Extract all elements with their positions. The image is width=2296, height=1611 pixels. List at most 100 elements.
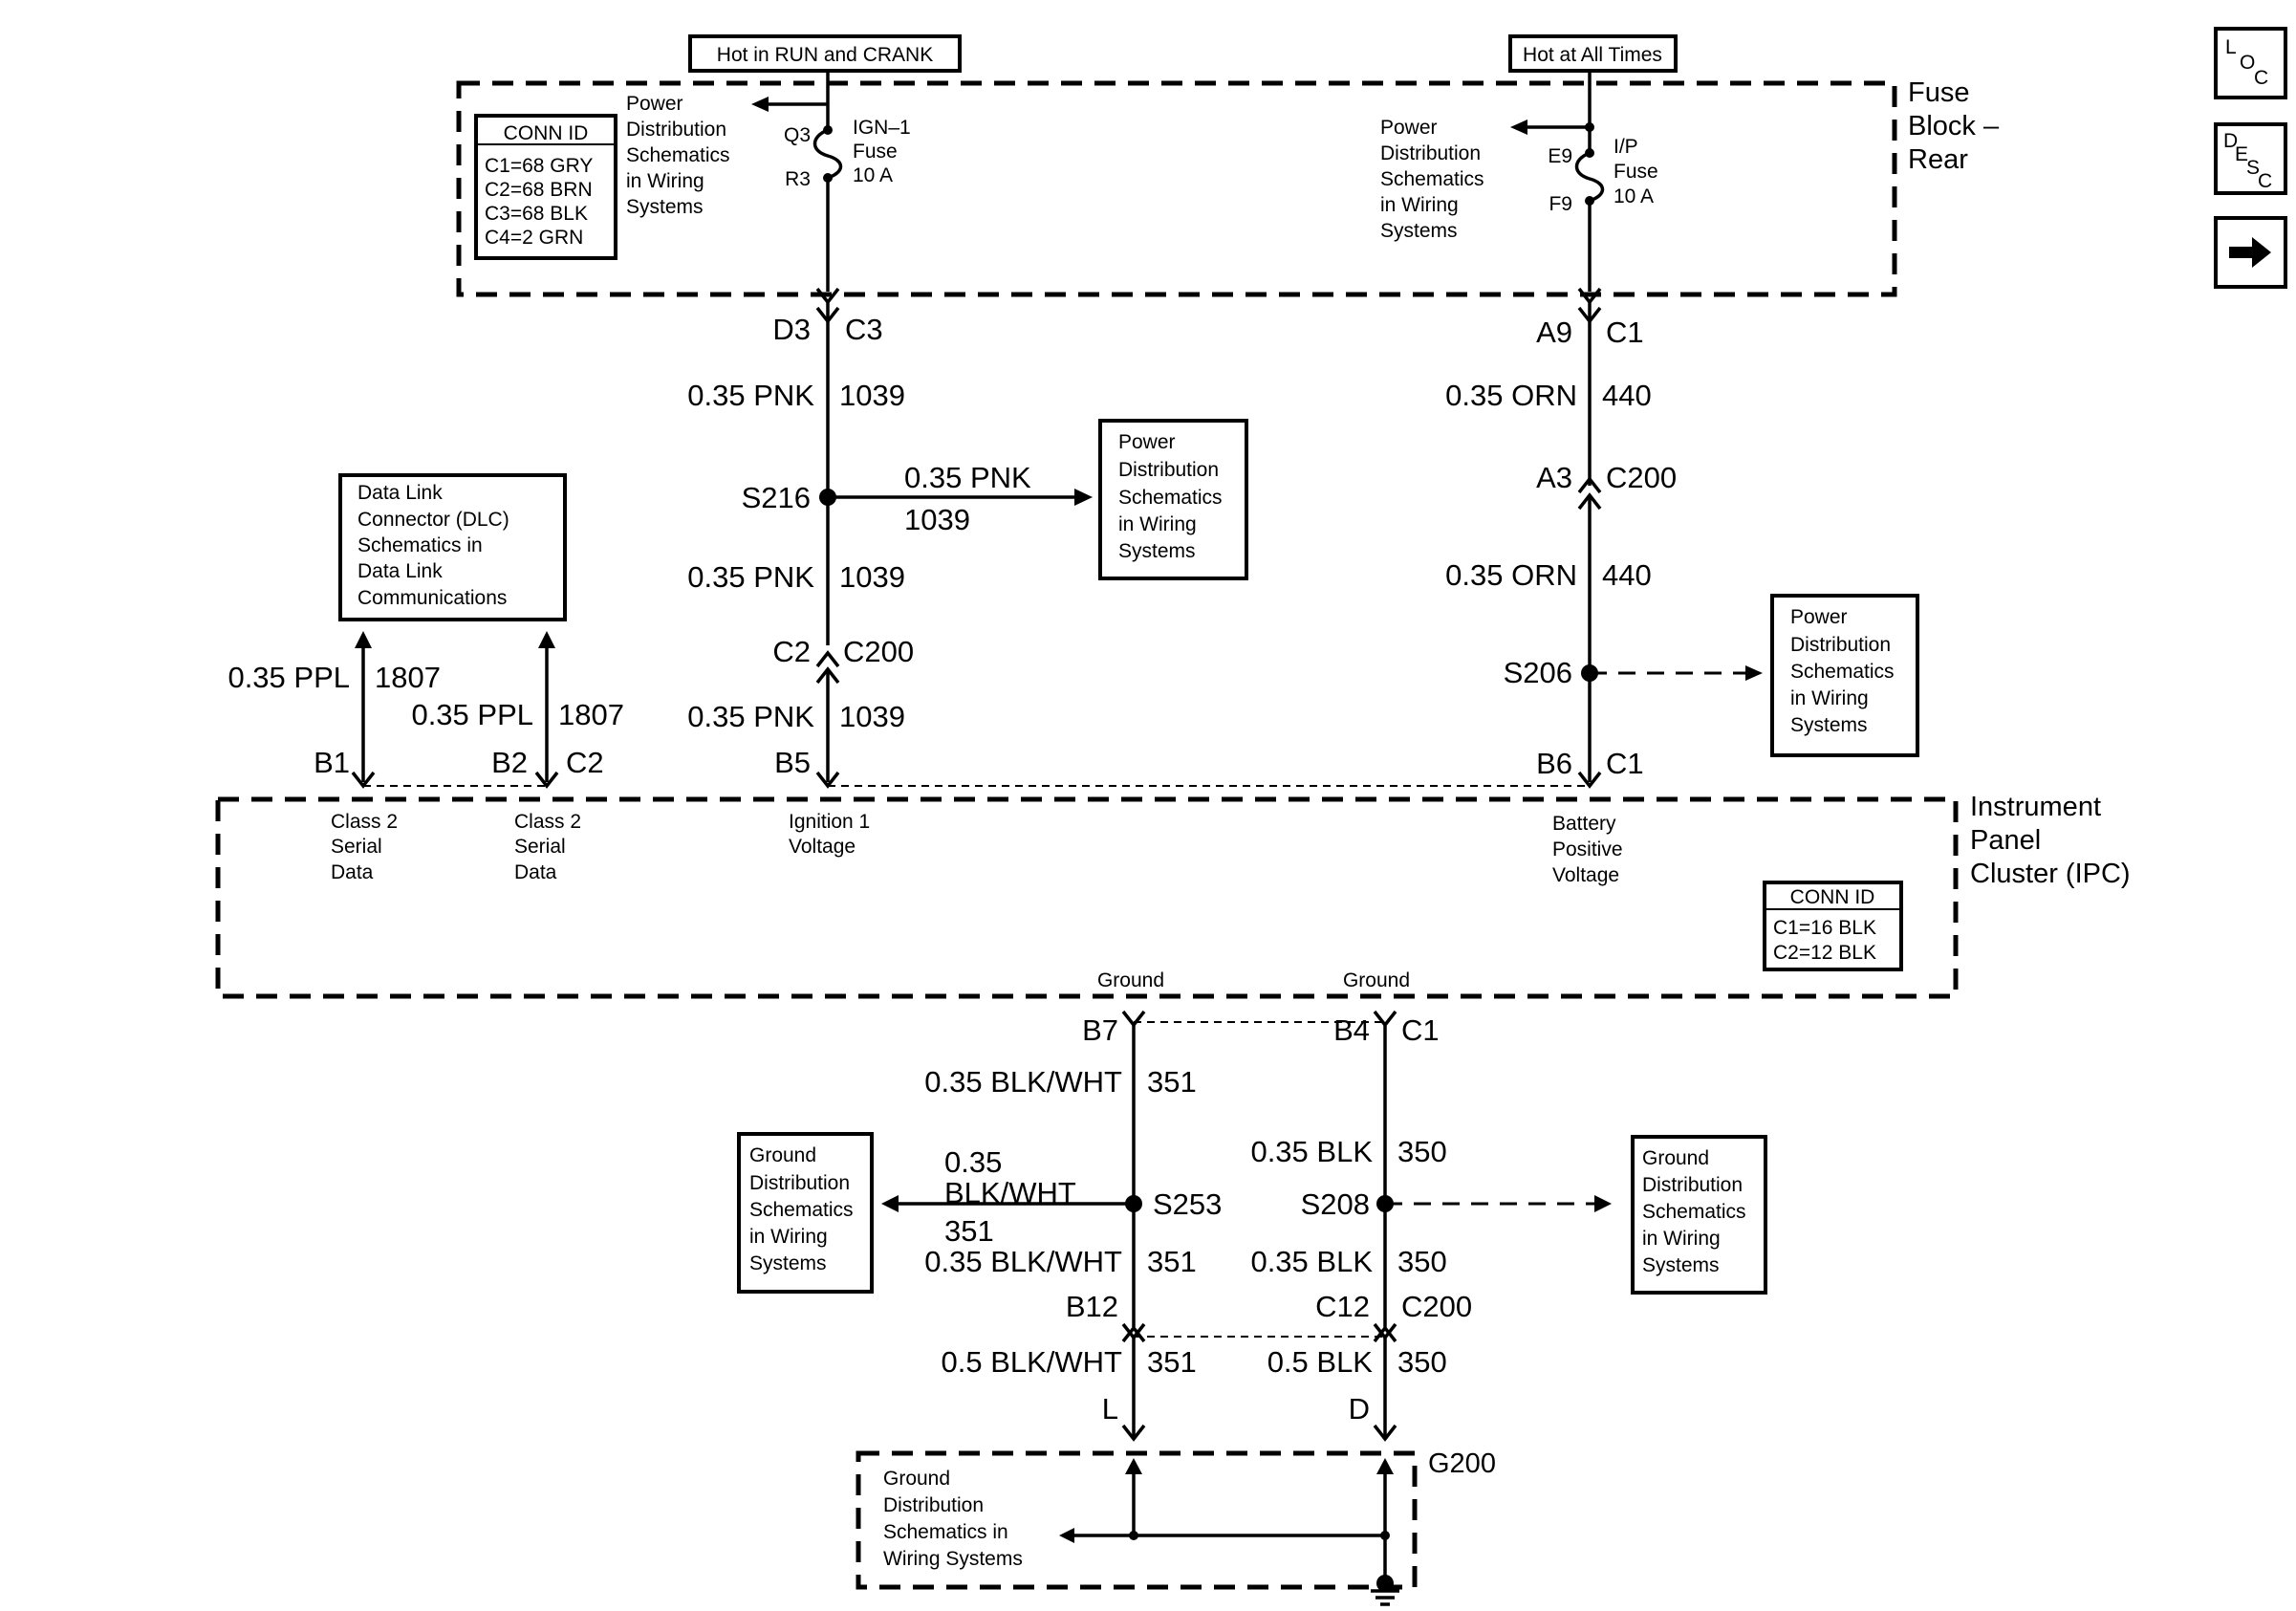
power-distribution-ref-left[interactable]: Power Distribution Schematics in Wiring … bbox=[626, 93, 828, 218]
svg-text:C1: C1 bbox=[1606, 747, 1644, 780]
svg-text:F9: F9 bbox=[1549, 193, 1572, 215]
hot-run-crank-label: Hot in RUN and CRANK bbox=[688, 34, 962, 73]
svg-text:351: 351 bbox=[944, 1214, 994, 1248]
svg-text:1039: 1039 bbox=[904, 503, 970, 536]
svg-text:B12: B12 bbox=[1066, 1290, 1118, 1323]
svg-text:0.35 BLK: 0.35 BLK bbox=[1250, 1135, 1373, 1168]
svg-text:Class 2: Class 2 bbox=[514, 811, 581, 833]
svg-text:351: 351 bbox=[1147, 1345, 1197, 1379]
svg-text:in Wiring: in Wiring bbox=[1642, 1228, 1721, 1250]
svg-text:B1: B1 bbox=[314, 746, 350, 779]
svg-text:C1: C1 bbox=[1401, 1013, 1440, 1047]
svg-text:Schematics: Schematics bbox=[749, 1199, 854, 1221]
svg-text:0.5 BLK/WHT: 0.5 BLK/WHT bbox=[942, 1345, 1123, 1379]
power-distribution-ref-right[interactable]: Power Distribution Schematics in Wiring … bbox=[1380, 117, 1590, 242]
next-arrow-button[interactable] bbox=[2214, 216, 2287, 289]
svg-text:440: 440 bbox=[1602, 558, 1652, 592]
svg-text:Distribution: Distribution bbox=[749, 1172, 850, 1194]
svg-text:351: 351 bbox=[1147, 1065, 1197, 1099]
svg-text:Instrument: Instrument bbox=[1970, 792, 2101, 822]
svg-text:C200: C200 bbox=[843, 635, 914, 668]
s208-branch[interactable]: Ground Distribution Schematics in Wiring… bbox=[1385, 1135, 1767, 1295]
ipc-conn-id: CONN ID C1=16 BLK C2=12 BLK bbox=[1763, 881, 1903, 971]
svg-text:0.35 ORN: 0.35 ORN bbox=[1445, 379, 1577, 412]
svg-text:Ground: Ground bbox=[1097, 969, 1164, 991]
svg-text:350: 350 bbox=[1397, 1245, 1447, 1278]
s206-branch[interactable]: Power Distribution Schematics in Wiring … bbox=[1590, 594, 1919, 757]
svg-text:C2=12 BLK: C2=12 BLK bbox=[1773, 942, 1876, 964]
svg-text:0.35 BLK/WHT: 0.35 BLK/WHT bbox=[924, 1065, 1122, 1099]
svg-text:L: L bbox=[2225, 36, 2237, 58]
svg-text:S208: S208 bbox=[1301, 1187, 1370, 1221]
svg-text:0.35 ORN: 0.35 ORN bbox=[1445, 558, 1577, 592]
svg-text:D3: D3 bbox=[772, 313, 811, 346]
svg-text:Distribution: Distribution bbox=[883, 1494, 984, 1516]
svg-text:Fuse: Fuse bbox=[1614, 161, 1658, 183]
svg-text:E: E bbox=[2235, 143, 2248, 165]
svg-text:Battery: Battery bbox=[1552, 813, 1616, 835]
svg-text:Fuse: Fuse bbox=[853, 141, 898, 163]
svg-text:Systems: Systems bbox=[749, 1252, 827, 1274]
svg-text:Communications: Communications bbox=[357, 587, 507, 609]
svg-text:10 A: 10 A bbox=[853, 164, 893, 186]
svg-text:0.35 PPL: 0.35 PPL bbox=[227, 661, 350, 694]
svg-text:Systems: Systems bbox=[1118, 540, 1196, 562]
svg-text:Serial: Serial bbox=[331, 836, 382, 858]
svg-text:G200: G200 bbox=[1428, 1448, 1496, 1479]
svg-text:C2: C2 bbox=[772, 635, 811, 668]
svg-text:Distribution: Distribution bbox=[1118, 459, 1219, 481]
class-2-wire-b2: 0.35 PPL 1807 B2 C2 bbox=[411, 631, 624, 789]
svg-text:D: D bbox=[1349, 1392, 1370, 1426]
desc-button[interactable]: D E S C bbox=[2214, 122, 2287, 195]
svg-text:10 A: 10 A bbox=[1614, 185, 1654, 207]
svg-text:S253: S253 bbox=[1153, 1187, 1222, 1221]
svg-text:Distribution: Distribution bbox=[1790, 634, 1891, 656]
svg-text:D: D bbox=[2223, 130, 2238, 152]
svg-text:Systems: Systems bbox=[1380, 220, 1458, 242]
svg-text:in Wiring: in Wiring bbox=[749, 1226, 828, 1248]
svg-text:Class 2: Class 2 bbox=[331, 811, 398, 833]
svg-text:Rear: Rear bbox=[1908, 144, 1968, 175]
svg-text:Voltage: Voltage bbox=[789, 836, 856, 858]
fuse-block-rear: Fuse Block – Rear bbox=[456, 77, 2000, 297]
svg-text:in Wiring: in Wiring bbox=[1118, 513, 1197, 535]
svg-text:0.35 PNK: 0.35 PNK bbox=[687, 560, 814, 594]
svg-text:A3: A3 bbox=[1536, 461, 1572, 494]
svg-text:Power: Power bbox=[626, 93, 683, 115]
svg-text:C: C bbox=[2258, 170, 2272, 192]
svg-text:L: L bbox=[1102, 1392, 1118, 1426]
svg-text:C200: C200 bbox=[1606, 461, 1677, 494]
svg-text:C2=68 BRN: C2=68 BRN bbox=[485, 179, 593, 201]
svg-text:A9: A9 bbox=[1536, 316, 1572, 349]
svg-text:C4=2 GRN: C4=2 GRN bbox=[485, 227, 583, 249]
svg-text:Data Link: Data Link bbox=[357, 482, 443, 504]
loc-button[interactable]: L O C bbox=[2214, 27, 2287, 99]
svg-text:Power: Power bbox=[1118, 431, 1176, 453]
dlc-reference[interactable]: Data Link Connector (DLC) Schematics in … bbox=[338, 473, 567, 621]
svg-text:C2: C2 bbox=[566, 746, 604, 779]
svg-text:Ground: Ground bbox=[749, 1144, 816, 1166]
s216-branch[interactable]: 0.35 PNK 1039 Power Distribution Schemat… bbox=[828, 419, 1248, 580]
svg-text:Data Link: Data Link bbox=[357, 560, 443, 582]
s253-branch[interactable]: 0.35 BLK/WHT 351 Ground Distribution Sch… bbox=[737, 1132, 1134, 1294]
fuse-block-conn-id: CONN ID C1=68 GRY C2=68 BRN C3=68 BLK C4… bbox=[474, 114, 617, 260]
svg-text:Connector (DLC): Connector (DLC) bbox=[357, 509, 509, 531]
svg-text:0.35 PPL: 0.35 PPL bbox=[411, 698, 533, 731]
svg-text:440: 440 bbox=[1602, 379, 1652, 412]
svg-text:C1=16 BLK: C1=16 BLK bbox=[1773, 917, 1876, 939]
svg-text:Schematics in: Schematics in bbox=[357, 534, 483, 556]
ip-fuse: E9 F9 I/P Fuse 10 A bbox=[1548, 71, 1658, 292]
svg-text:1039: 1039 bbox=[839, 560, 905, 594]
ign-1-fuse: Q3 R3 IGN–1 Fuse 10 A bbox=[784, 71, 911, 292]
svg-text:351: 351 bbox=[1147, 1245, 1197, 1278]
svg-text:Wiring Systems: Wiring Systems bbox=[883, 1548, 1023, 1570]
svg-text:Q3: Q3 bbox=[784, 124, 811, 146]
svg-text:CONN ID: CONN ID bbox=[504, 122, 589, 144]
svg-text:Schematics: Schematics bbox=[1118, 487, 1223, 509]
g200-ground-ref[interactable]: Ground Distribution Schematics in Wiring… bbox=[883, 1468, 1023, 1570]
svg-text:E9: E9 bbox=[1548, 145, 1572, 167]
svg-text:Serial: Serial bbox=[514, 836, 566, 858]
svg-text:C3=68 BLK: C3=68 BLK bbox=[485, 203, 588, 225]
battery-circuit-440: A9 C1 0.35 ORN 440 A3 C200 0.35 ORN 440 … bbox=[1445, 287, 1677, 789]
